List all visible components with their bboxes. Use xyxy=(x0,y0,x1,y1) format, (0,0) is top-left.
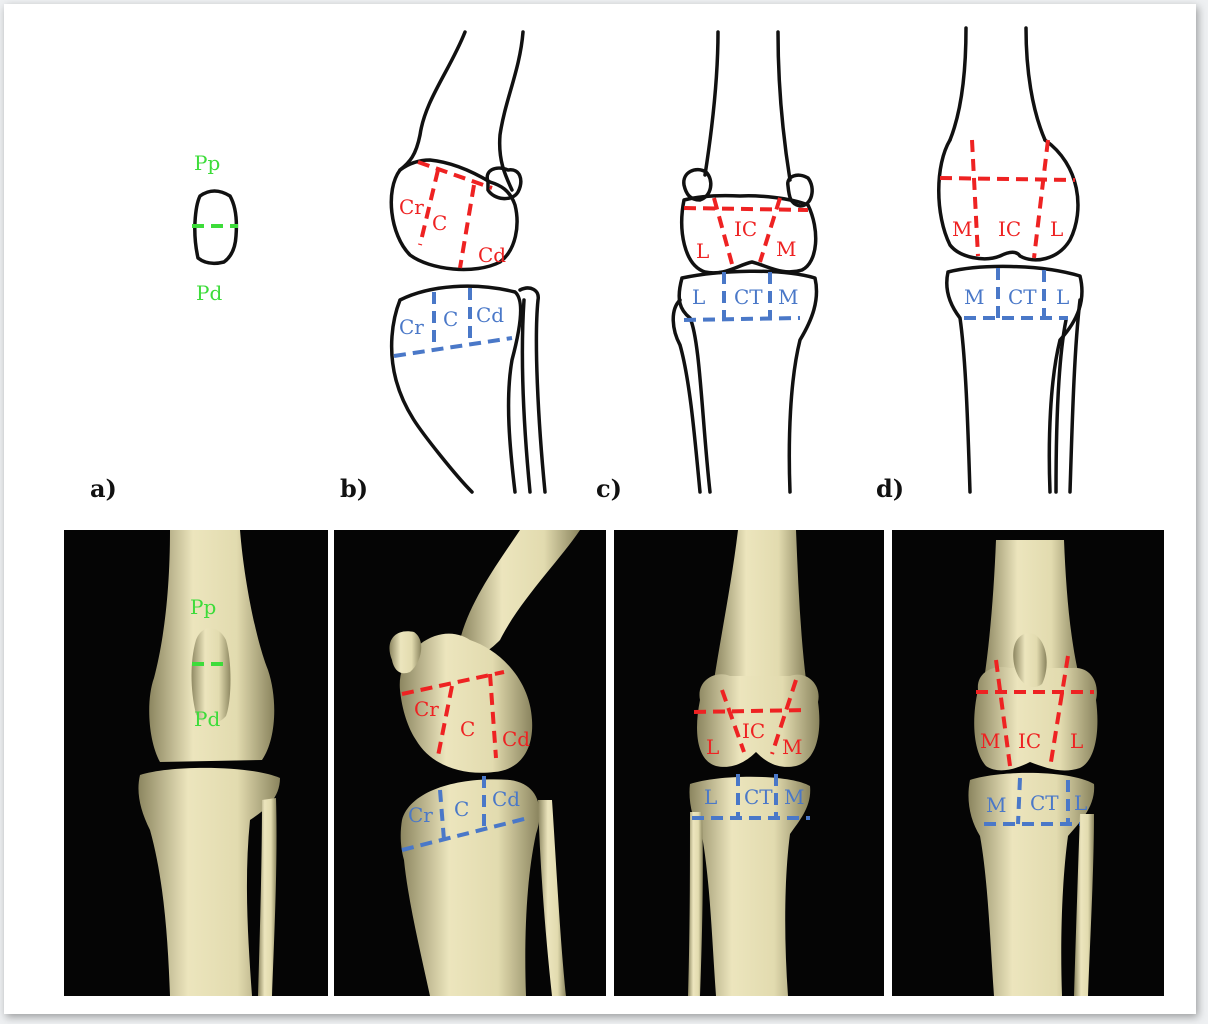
ct-tibia-label-ct: CT xyxy=(1030,791,1059,815)
ct-panel-d: M IC L M CT L xyxy=(892,530,1164,996)
femur-label-ic: IC xyxy=(734,217,757,241)
femur-line-top xyxy=(940,178,1075,180)
femur-label-cr: Cr xyxy=(399,195,424,219)
femur-label-cd: Cd xyxy=(478,243,506,267)
ct-label-pd: Pd xyxy=(194,707,220,731)
ct-tibia-label-cr: Cr xyxy=(408,803,433,827)
tibia-label-cr: Cr xyxy=(399,315,424,339)
drawing-a: Pp Pd xyxy=(192,151,238,305)
drawing-c: IC L M L CT M xyxy=(673,32,816,492)
ct-tibia-label-cd: Cd xyxy=(492,787,520,811)
ct-tibia-label-ct: CT xyxy=(744,785,773,809)
tibia-line-1 xyxy=(1018,778,1020,824)
ct-femur-label-ic: IC xyxy=(742,719,765,743)
tibia-line-base xyxy=(394,338,512,356)
tibia-label-ct: CT xyxy=(1008,285,1037,309)
fibula-outline xyxy=(520,288,545,492)
tibia-label-m: M xyxy=(778,285,798,309)
femur-label-m: M xyxy=(776,237,796,261)
panel-label-b: b) xyxy=(340,474,368,503)
ct-femur-label-ic: IC xyxy=(1018,729,1041,753)
ct-femur-label-cd: Cd xyxy=(502,727,530,751)
femur-label-l: L xyxy=(1050,217,1063,241)
femur-line-top xyxy=(684,208,808,210)
ct-femur-label-c: C xyxy=(460,717,475,741)
femur-line-2 xyxy=(1034,140,1048,258)
femur-label-ic: IC xyxy=(998,217,1021,241)
tibia-line-base xyxy=(684,318,800,320)
sesamoid-left xyxy=(684,170,711,200)
ct-tibia-label-l: L xyxy=(704,785,717,809)
ct-panel-c: IC L M L CT M xyxy=(614,530,884,996)
drawing-d: M IC L M CT L xyxy=(939,28,1082,492)
ct-tibia-label-m: M xyxy=(986,793,1006,817)
tibia-label-ct: CT xyxy=(734,285,763,309)
tibia-label-l: L xyxy=(1056,285,1069,309)
ct-panel-a: Pp Pd xyxy=(64,530,328,996)
panel-label-d: d) xyxy=(876,474,904,503)
ct-femur-label-m: M xyxy=(782,735,802,759)
ct-femur-label-l: L xyxy=(1070,729,1083,753)
tibia-label-cd: Cd xyxy=(476,303,504,327)
femur-line-1 xyxy=(972,140,978,256)
label-pd: Pd xyxy=(196,281,222,305)
ct-label-pp: Pp xyxy=(190,595,216,619)
drawing-b: Cr C Cd Cr C Cd xyxy=(391,32,545,492)
label-pp: Pp xyxy=(194,151,220,175)
tibia-label-m: M xyxy=(964,285,984,309)
femur-label-m: M xyxy=(952,217,972,241)
ct-femur-label-l: L xyxy=(706,735,719,759)
panel-label-c: c) xyxy=(596,474,622,503)
femoral-condyles-outline xyxy=(939,140,1078,260)
ct-panel-b: Cr C Cd Cr C Cd xyxy=(334,530,606,996)
femur-shaft-outline xyxy=(705,32,790,180)
femur-shaft-outline xyxy=(950,28,1045,140)
tibia-label-l: L xyxy=(692,285,705,309)
ct-femur-label-cr: Cr xyxy=(414,697,439,721)
femur-label-l: L xyxy=(696,239,709,263)
ct-femur-label-m: M xyxy=(980,729,1000,753)
femur-label-c: C xyxy=(432,211,447,235)
ct-tibia-label-l: L xyxy=(1074,791,1087,815)
femur-line-2 xyxy=(460,185,474,268)
ct-tibia-label-c: C xyxy=(454,797,469,821)
ct-tibia-label-m: M xyxy=(784,785,804,809)
tibia-label-c: C xyxy=(443,307,458,331)
fibula-outline xyxy=(673,300,700,492)
fibula-render xyxy=(688,812,703,996)
panel-label-a: a) xyxy=(90,474,117,503)
